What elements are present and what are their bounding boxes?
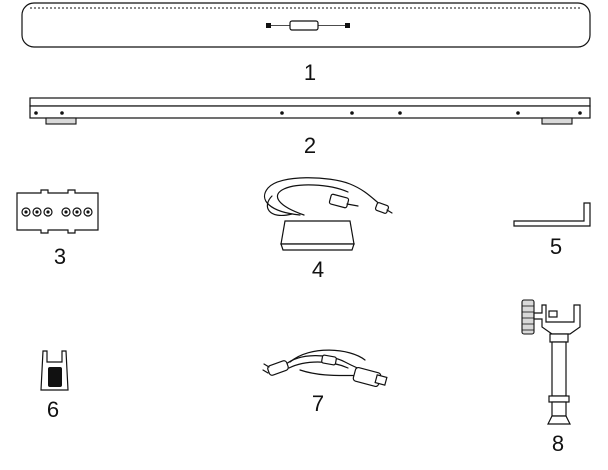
- power-adapter-drawing: [263, 177, 393, 251]
- hex-key-drawing: [513, 202, 591, 227]
- part-number-3: 3: [54, 244, 66, 269]
- clip-drawing: [40, 350, 69, 391]
- soundbar-drawing: [21, 2, 591, 48]
- part-number-5: 5: [550, 234, 562, 259]
- wall-bracket-rail-drawing: [29, 97, 591, 125]
- part-number-8: 8: [552, 431, 564, 456]
- part-number-6: 6: [47, 397, 59, 422]
- part-number-7: 7: [312, 391, 324, 416]
- power-cord-drawing: [262, 349, 388, 388]
- clamp-mount-drawing: [521, 299, 581, 425]
- part-number-2: 2: [304, 133, 316, 158]
- part-number-4: 4: [312, 257, 324, 282]
- mounting-plate-drawing: [16, 189, 99, 234]
- part-number-1: 1: [304, 60, 316, 85]
